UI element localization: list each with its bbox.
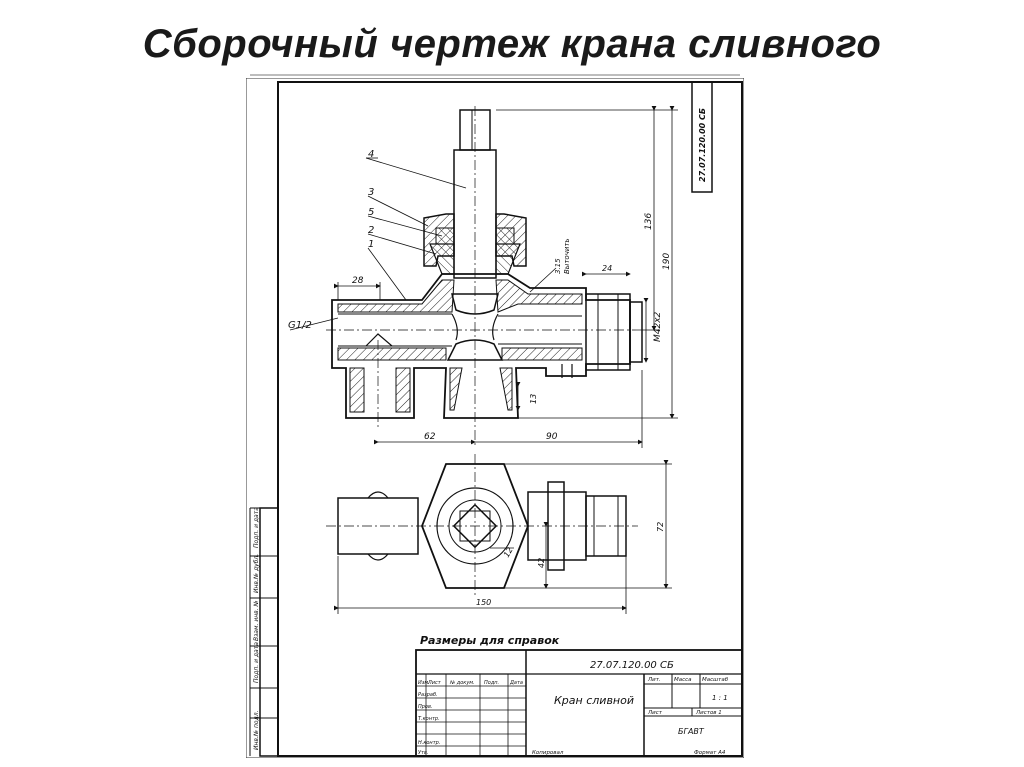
inner-frame <box>277 81 743 757</box>
tb-podp: Подп. <box>484 680 499 686</box>
tb-format: Формат А4 <box>694 750 726 756</box>
top-view <box>326 454 638 598</box>
leader-1: 1 <box>368 239 374 250</box>
tb-data: Дата <box>509 680 523 686</box>
dim-62: 62 <box>424 432 436 442</box>
leaders <box>365 157 467 301</box>
tb-izm: Изм. <box>418 680 430 686</box>
side-strip: Подп. и дата Инв.№ дубл. Взам. инв. № По… <box>249 507 279 757</box>
title-block-part-name: Кран сливной <box>554 694 634 707</box>
title-underline <box>250 74 740 76</box>
tb-list: Лист <box>427 680 442 686</box>
title-block <box>415 649 743 757</box>
dim-13: 13 <box>529 394 538 404</box>
annotation-vytochit: Выточить <box>563 238 571 274</box>
dimension-lines <box>334 106 678 448</box>
tb-razrab: Разраб. <box>418 692 438 698</box>
designation-rotated: 27.07.120.00 СБ <box>698 108 707 182</box>
tb-prov: Пров. <box>418 704 433 710</box>
tb-scale: 1 : 1 <box>712 694 728 702</box>
leader-3: 3 <box>368 187 374 198</box>
front-view <box>326 106 643 448</box>
dim-150: 150 <box>476 598 491 607</box>
drawing-sheet: Подп. и дата Инв.№ дубл. Взам. инв. № По… <box>245 77 745 759</box>
tb-lit: Лит. <box>647 677 661 683</box>
dim-24: 24 <box>602 264 612 273</box>
tb-utv: Утв. <box>418 750 429 756</box>
slide-title: Сборочный чертеж крана сливного <box>142 22 882 66</box>
tb-group: БГАВТ <box>678 727 705 736</box>
leader-2: 2 <box>368 225 374 236</box>
title-block-designation: 27.07.120.00 СБ <box>590 660 674 671</box>
thread-label-g12: G1/2 <box>288 320 312 331</box>
tb-sheet: Лист <box>647 710 663 716</box>
tb-mass: Масса <box>674 677 692 683</box>
dim-72: 72 <box>656 522 665 532</box>
dim-90: 90 <box>546 432 558 442</box>
tb-ndoc: № докум. <box>449 680 475 686</box>
tb-masht: Масштаб <box>702 677 729 683</box>
tb-tkontr: Т.контр. <box>418 716 440 722</box>
annotation-315: 3.15 <box>554 258 562 274</box>
thread-label-m42: M42x2 <box>653 311 663 342</box>
side-label-4: Подп. и дата <box>253 642 260 683</box>
dim-190: 190 <box>662 253 672 270</box>
side-label-3: Взам. инв. № <box>253 600 260 641</box>
side-label-2: Инв.№ дубл. <box>253 554 260 593</box>
dim-42: 42 <box>537 558 546 568</box>
note-reference-dims: Размеры для справок <box>420 634 560 647</box>
side-label-5: Инв.№ подл. <box>253 710 260 750</box>
tb-sheets: Листов 1 <box>695 710 722 716</box>
assembly-drawing: Подп. и дата Инв.№ дубл. Взам. инв. № По… <box>245 77 745 759</box>
leader-4: 4 <box>368 149 374 160</box>
tb-nkontr: Н.контр. <box>418 740 440 746</box>
tb-copied: Копировал <box>532 750 564 756</box>
dim-12: 12 <box>502 546 515 559</box>
side-label-1: Подп. и дата <box>253 507 260 548</box>
dim-28: 28 <box>352 276 364 286</box>
leader-5: 5 <box>368 207 374 218</box>
designation-box: 27.07.120.00 СБ <box>691 81 713 193</box>
top-view-dims <box>334 460 672 614</box>
dim-136: 136 <box>644 213 654 230</box>
